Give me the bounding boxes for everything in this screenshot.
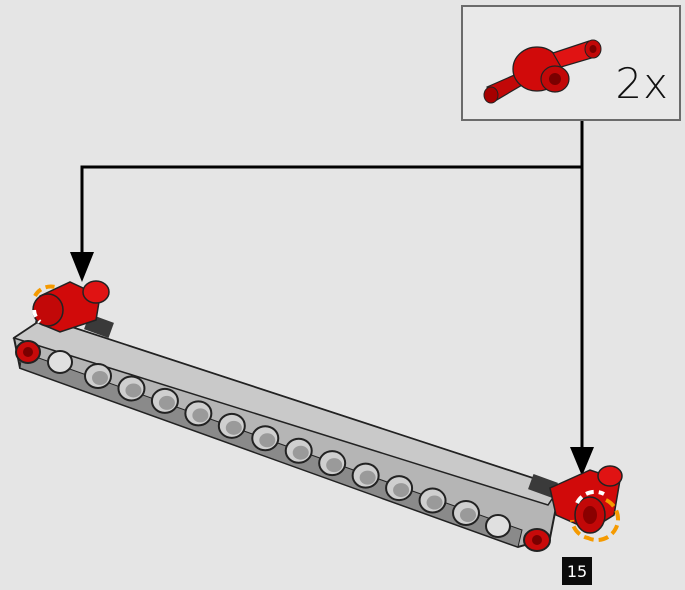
red-axle-connector-right [528, 465, 623, 542]
red-axle-connector-left [32, 280, 114, 338]
step-number-badge: 15 [562, 557, 592, 585]
quantity-label: 2x [615, 59, 669, 108]
red-axle-connector-icon [483, 39, 602, 104]
beam-hole-axle-left [47, 350, 73, 374]
beam-holes [84, 363, 480, 526]
arrowhead-right-icon [570, 447, 594, 476]
arrowhead-left-icon [70, 252, 94, 282]
instruction-arrows [80, 121, 584, 455]
beam-hole-axle-right [485, 514, 511, 538]
parts-callout: 2x [461, 5, 681, 121]
technic-beam [12, 316, 562, 552]
arrow-line-left [80, 165, 582, 258]
